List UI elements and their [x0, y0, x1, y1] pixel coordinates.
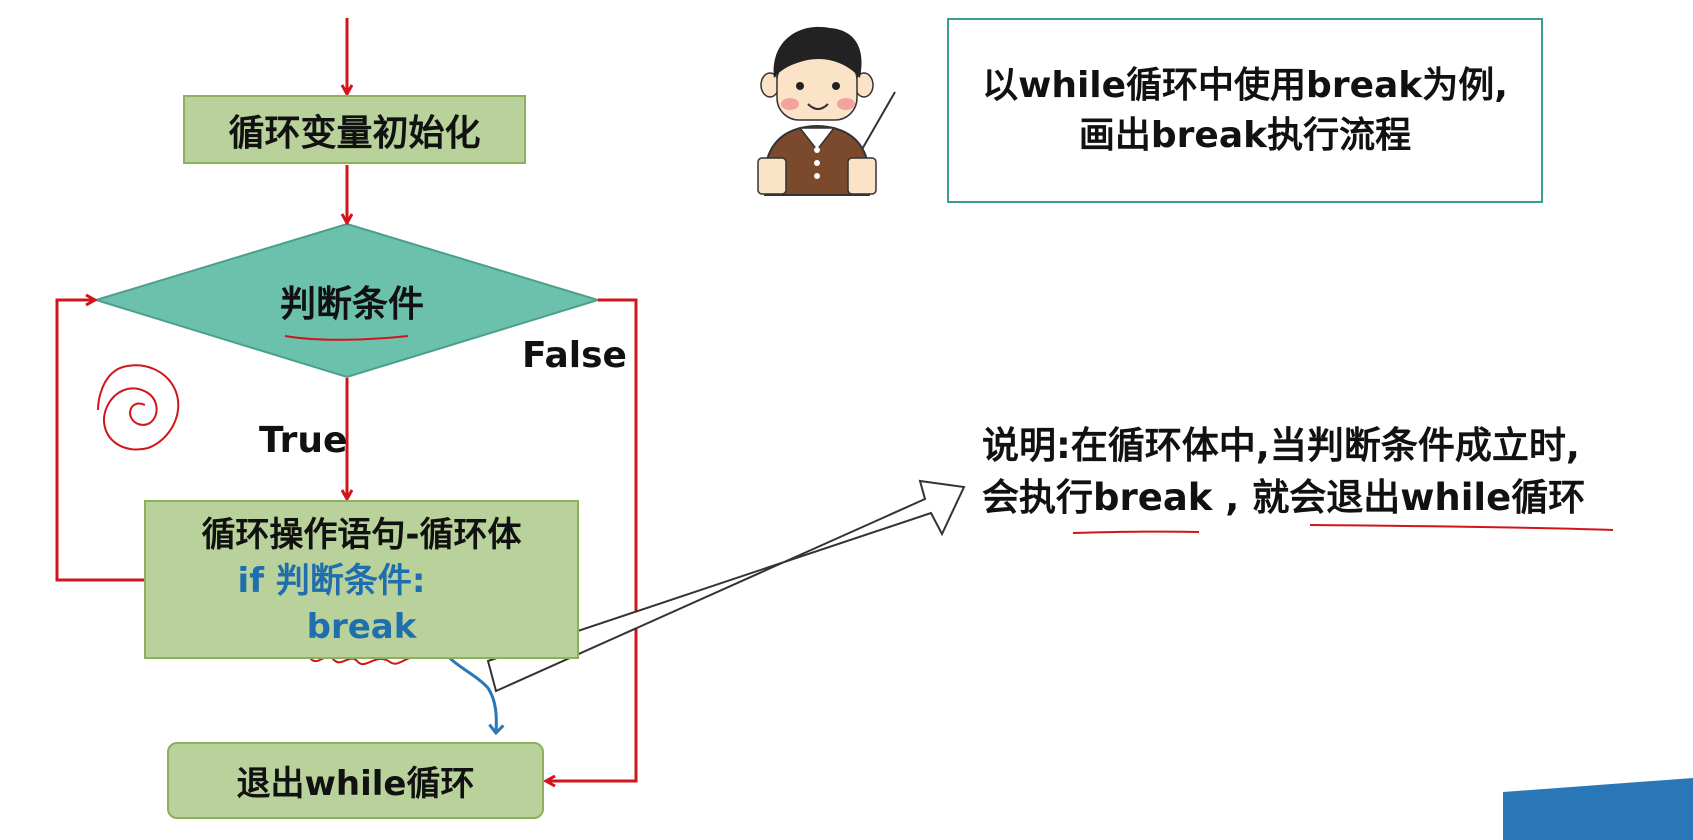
corner-decoration	[1503, 778, 1693, 840]
annotation-underline	[284, 335, 409, 341]
description-text: 说明:在循环体中,当判断条件成立时, 会执行break , 就会退出while循…	[982, 420, 1682, 524]
pointer-block-arrow	[486, 479, 966, 693]
break-code: break	[306, 607, 417, 647]
annotation-underline	[1072, 530, 1200, 534]
note-line-1: 以while循环中使用break为例,	[982, 64, 1508, 106]
init-step: 循环变量初始化	[183, 95, 526, 164]
description-line-1: 说明:在循环体中,当判断条件成立时,	[982, 424, 1580, 467]
note-line-2: 画出break执行流程	[1078, 114, 1412, 156]
loop-body-step: 循环操作语句-循环体 if 判断条件: break	[144, 500, 579, 659]
annotation-underline	[1309, 524, 1614, 531]
annotation-spiral	[97, 364, 180, 451]
arrow-false-to-exit	[547, 298, 638, 781]
arrow-loop-back	[55, 300, 144, 582]
exit-loop-step: 退出while循环	[167, 742, 544, 819]
teacher-illustration-icon	[757, 26, 896, 196]
loop-body-label: 循环操作语句-循环体	[201, 515, 522, 555]
if-condition-code: if 判断条件:	[237, 561, 426, 601]
note-callout: 以while循环中使用break为例, 画出break执行流程	[947, 18, 1543, 203]
condition-label: 判断条件	[280, 284, 425, 325]
true-branch-label: True	[259, 420, 348, 461]
false-branch-label: False	[522, 335, 627, 376]
init-label: 循环变量初始化	[228, 112, 481, 154]
exit-label: 退出while循环	[236, 764, 475, 804]
condition-diamond	[92, 222, 602, 379]
description-line-2: 会执行break , 就会退出while循环	[982, 476, 1586, 519]
